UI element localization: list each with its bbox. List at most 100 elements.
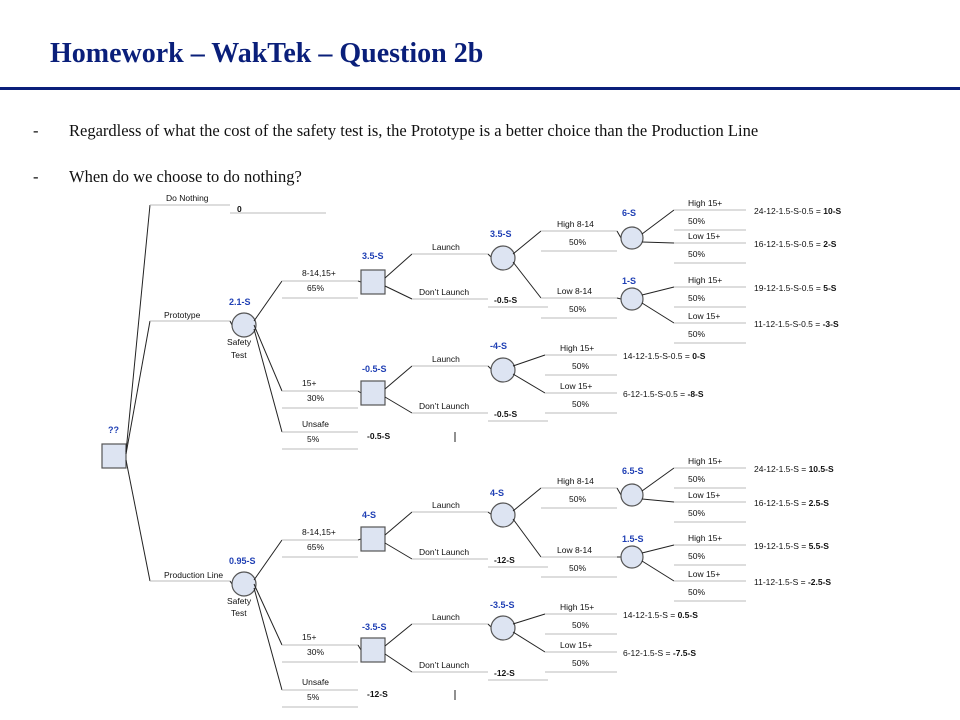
launch-expected-value: -4-S <box>490 341 507 351</box>
payoff-result: -7.5-S <box>673 648 696 658</box>
test-outcome-probability: 5% <box>307 434 320 444</box>
leaf-branch <box>512 373 546 394</box>
leaf-probability: 50% <box>688 474 705 484</box>
decision-value: 4-S <box>362 510 376 520</box>
market-expected-value: 6-S <box>622 208 636 218</box>
leaf-outcome-label: Low 15+ <box>688 231 720 241</box>
launch-branch-line <box>384 623 413 647</box>
launch-label: Launch <box>432 612 460 622</box>
payoff-result: 10.5-S <box>809 464 834 474</box>
payoff-result: 2-S <box>823 239 837 249</box>
safety-test-chance-node <box>231 571 257 597</box>
branch-label: Prototype <box>164 310 201 320</box>
market-outcome-probability: 50% <box>569 237 586 247</box>
launch-expected-value: 4-S <box>490 488 504 498</box>
payoff-formula-expression: 19-12-1.5-S-0.5 = <box>754 283 823 293</box>
leaf-probability: 50% <box>572 399 589 409</box>
dont-launch-branch-line <box>384 653 413 673</box>
branch-line <box>125 320 151 455</box>
leaf-branch <box>512 354 546 367</box>
payoff-formula-expression: 11-12-1.5-S = <box>754 577 808 587</box>
leaf-branch <box>641 209 675 235</box>
payoff-formula-expression: 16-12-1.5-S = <box>754 498 809 508</box>
payoff-formula: 24-12-1.5-S-0.5 = 10-S <box>754 206 842 216</box>
test-outcome-label: 15+ <box>302 632 316 642</box>
payoff-result: 5.5-S <box>809 541 830 551</box>
launch-decision-node <box>360 269 386 295</box>
bullet-1-marker: - <box>33 121 39 140</box>
dont-launch-branch-line <box>384 396 413 414</box>
leaf-outcome-label: High 15+ <box>688 533 722 543</box>
leaf-outcome-label: Low 15+ <box>688 490 720 500</box>
launch-chance-node <box>490 615 516 641</box>
bullet-2-text: When do we choose to do nothing? <box>69 167 302 186</box>
test-outcome-label: Unsafe <box>302 419 329 429</box>
test-outcome-line <box>253 587 283 691</box>
test-outcome-probability: 30% <box>307 647 324 657</box>
test-outcome-label: 15+ <box>302 378 316 388</box>
bullet-1-text: Regardless of what the cost of the safet… <box>69 121 759 140</box>
title-underline <box>0 87 960 90</box>
unsafe-payoff: -0.5-S <box>367 431 390 441</box>
safety-test-chance-node <box>231 312 257 338</box>
launch-label: Launch <box>432 354 460 364</box>
market-chance-node <box>620 226 644 250</box>
leaf-probability: 50% <box>572 620 589 630</box>
market-outcome-line <box>512 230 542 255</box>
market-chance-node <box>620 483 644 507</box>
market-chance-node <box>620 287 644 311</box>
unsafe-payoff: -12-S <box>367 689 388 699</box>
payoff-formula: 14-12-1.5-S-0.5 = 0-S <box>623 351 706 361</box>
market-outcome-label: High 8-14 <box>557 219 594 229</box>
payoff-formula: 14-12-1.5-S = 0.5-S <box>623 610 698 620</box>
test-outcome-line <box>253 280 283 322</box>
test-outcome-label: 8-14,15+ <box>302 527 336 537</box>
leaf-branch <box>641 498 675 503</box>
market-outcome-probability: 50% <box>569 563 586 573</box>
dont-launch-label: Don’t Launch <box>419 287 469 297</box>
leaf-branch <box>641 286 675 296</box>
launch-branch-line <box>384 365 413 390</box>
test-outcome-probability: 5% <box>307 692 320 702</box>
leaf-outcome-label: High 15+ <box>560 343 594 353</box>
market-expected-value: 1.5-S <box>622 534 644 544</box>
payoff-formula-expression: 14-12-1.5-S = <box>623 610 678 620</box>
leaf-probability: 50% <box>688 216 705 226</box>
payoff-result: 0-S <box>692 351 706 361</box>
leaf-branch <box>641 560 675 582</box>
bullet-2-marker: - <box>33 167 39 186</box>
market-outcome-label: Low 8-14 <box>557 545 592 555</box>
leaf-probability: 50% <box>688 551 705 561</box>
leaf-branch <box>512 631 546 653</box>
test-outcome-probability: 65% <box>307 542 324 552</box>
leaf-probability: 50% <box>688 587 705 597</box>
launch-expected-value: 3.5-S <box>490 229 512 239</box>
launch-chance-node <box>490 357 516 383</box>
payoff-formula: 24-12-1.5-S = 10.5-S <box>754 464 834 474</box>
launch-label: Launch <box>432 242 460 252</box>
leaf-branch <box>641 467 675 492</box>
payoff-formula: 11-12-1.5-S = -2.5-S <box>754 577 831 587</box>
test-outcome-line <box>253 328 283 433</box>
test-outcome-probability: 65% <box>307 283 324 293</box>
payoff-formula: 6-12-1.5-S = -7.5-S <box>623 648 696 658</box>
payoff-result: 2.5-S <box>809 498 830 508</box>
payoff-result: -8-S <box>688 389 704 399</box>
do-nothing-payoff: 0 <box>237 204 242 214</box>
test-outcome-label: 8-14,15+ <box>302 268 336 278</box>
leaf-outcome-label: Low 15+ <box>688 311 720 321</box>
payoff-formula: 6-12-1.5-S-0.5 = -8-S <box>623 389 704 399</box>
payoff-result: -3-S <box>823 319 839 329</box>
market-connector <box>616 487 622 496</box>
payoff-formula-expression: 14-12-1.5-S-0.5 = <box>623 351 692 361</box>
root-value: ?? <box>108 425 119 435</box>
launch-chance-node <box>490 502 516 528</box>
root-decision-node <box>101 443 127 469</box>
payoff-formula-expression: 6-12-1.5-S = <box>623 648 673 658</box>
payoff-formula-expression: 6-12-1.5-S-0.5 = <box>623 389 688 399</box>
payoff-formula-expression: 24-12-1.5-S-0.5 = <box>754 206 823 216</box>
branch-expected-value: 2.1-S <box>229 297 251 307</box>
safety-test-label: Test <box>231 350 247 360</box>
safety-test-label: Safety <box>227 337 252 347</box>
